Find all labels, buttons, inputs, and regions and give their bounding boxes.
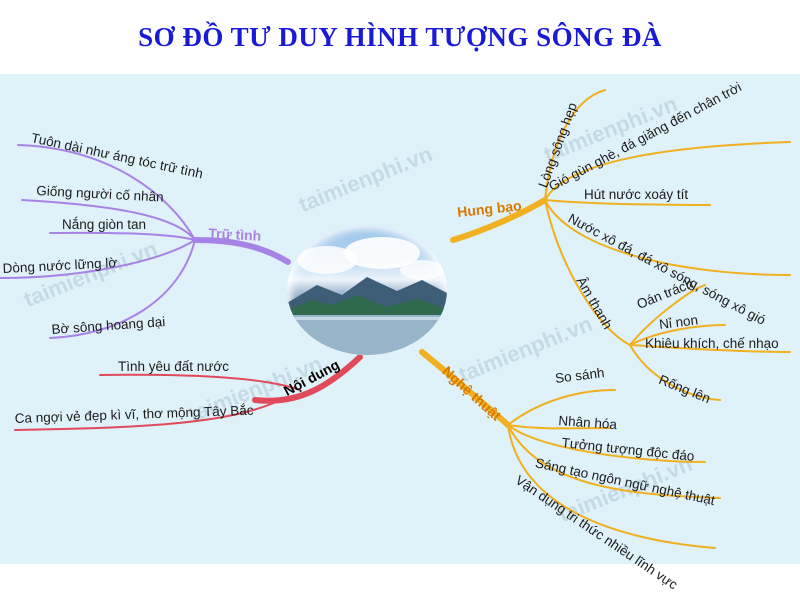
hung-bao-connectors [450, 89, 791, 401]
tru-tinh-item: Nắng giòn tan [62, 217, 147, 232]
hung-bao-item: Hút nước xoáy tít [584, 187, 689, 202]
branch-label-tru-tinh: Trữ tình [207, 225, 262, 244]
noi-dung-connectors [14, 354, 363, 431]
song-da-landscape-image [287, 225, 447, 355]
am-thanh-item: Khiêu khích, chế nhạo [645, 336, 779, 351]
noi-dung-item: Tình yêu đất nước [118, 359, 229, 374]
mindmap-connectors [0, 89, 791, 549]
page-title: SƠ ĐỒ TƯ DUY HÌNH TƯỢNG SÔNG ĐÀ [138, 21, 662, 52]
tru-tinh-connectors [0, 144, 291, 339]
nghe-thuat-connectors [419, 349, 721, 549]
